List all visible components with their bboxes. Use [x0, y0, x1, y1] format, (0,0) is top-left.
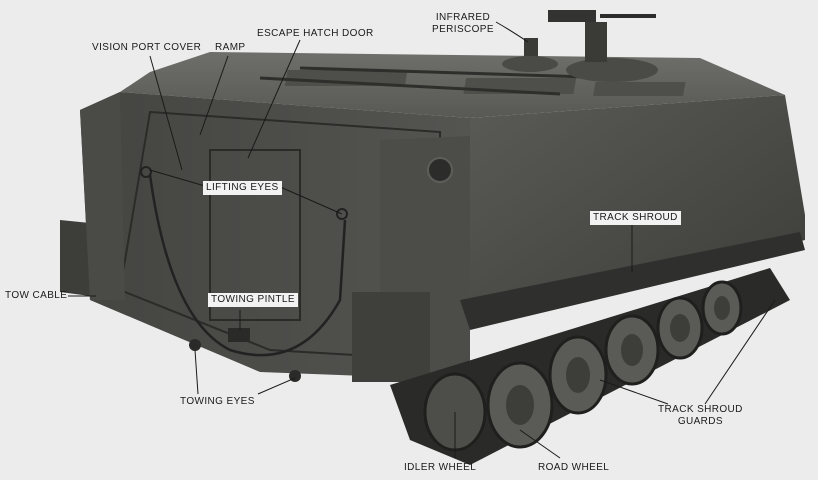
- leader-towing-eyes: [194, 349, 296, 395]
- gun-mount: [585, 22, 607, 62]
- label-periscope-line: PERISCOPE: [432, 24, 494, 35]
- label-track-shroud-guards-line1: TRACK SHROUD: [658, 404, 743, 415]
- leader-road-wheel: [519, 429, 561, 459]
- label-lifting-eyes: LIFTING EYES: [203, 181, 282, 195]
- label-infrared-periscope: INFRARED PERISCOPE: [432, 12, 494, 36]
- leader-periscope: [495, 21, 529, 43]
- label-infrared-line: INFRARED: [435, 12, 491, 23]
- deck-rail: [299, 66, 621, 80]
- tail-light-block: [352, 292, 430, 382]
- leader-ramp: [199, 55, 229, 136]
- label-track-shroud-guards-line2: GUARDS: [677, 416, 723, 427]
- gun-barrel: [600, 14, 656, 18]
- leader-vision-port: [149, 55, 183, 171]
- label-track-shroud: TRACK SHROUD: [590, 211, 681, 225]
- leader-lines: [68, 21, 776, 459]
- tow-cable: [148, 174, 347, 357]
- road-wheel-hub: [566, 357, 590, 393]
- leader-escape-hatch: [247, 39, 301, 159]
- periscope-base: [502, 56, 558, 72]
- label-towing-pintle: TOWING PINTLE: [208, 293, 298, 307]
- side-hull: [470, 95, 805, 320]
- escape-hatch: [209, 149, 301, 321]
- label-tow-cable: TOW CABLE: [5, 290, 68, 301]
- label-towing-eyes: TOWING EYES: [180, 396, 255, 407]
- road-wheel-hub: [670, 314, 690, 342]
- lifting-eye: [140, 166, 152, 178]
- leader-track-shroud-guards: [599, 299, 776, 405]
- road-wheel-hub: [714, 296, 730, 320]
- rear-light: [427, 157, 453, 183]
- deck-rail: [259, 76, 561, 96]
- gun-body: [548, 10, 596, 22]
- road-wheel-hub: [506, 385, 534, 425]
- towing-pintle: [228, 328, 250, 342]
- cupola: [566, 58, 658, 82]
- road-wheels: [486, 280, 743, 449]
- leader-lifting-eyes-2: [277, 185, 343, 215]
- label-escape-hatch-door: ESCAPE HATCH DOOR: [257, 28, 374, 39]
- label-ramp: RAMP: [215, 42, 246, 53]
- top-hatch: [593, 82, 686, 96]
- label-vision-port-cover: VISION PORT COVER: [92, 42, 202, 53]
- label-idler-wheel: IDLER WHEEL: [404, 462, 477, 473]
- left-pillar: [80, 92, 125, 300]
- track-shroud: [460, 232, 805, 330]
- lifting-eye: [336, 208, 348, 220]
- road-wheel-hub: [621, 334, 643, 366]
- label-track-shroud-guards: TRACK SHROUD GUARDS: [658, 404, 743, 428]
- towing-eye: [189, 339, 201, 351]
- label-road-wheel: ROAD WHEEL: [538, 462, 610, 473]
- leader-lifting-eyes-1: [149, 169, 206, 187]
